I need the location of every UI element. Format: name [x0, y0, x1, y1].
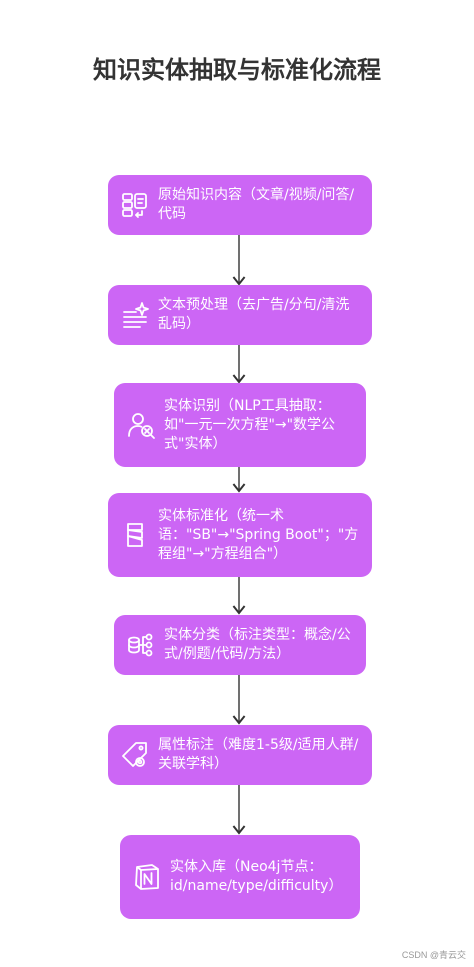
step-label: 实体入库（Neo4j节点：id/name/type/difficulty）: [170, 859, 343, 894]
step-label: 实体标准化（统一术语："SB"→"Spring Boot"；"方程组"→"方程组…: [158, 507, 359, 562]
flow-node-classification: 实体分类（标注类型：概念/公式/例题/代码/方法）: [114, 615, 366, 675]
step-label: 实体分类（标注类型：概念/公式/例题/代码/方法）: [164, 627, 351, 662]
database-tree-icon: [126, 630, 156, 660]
notion-icon: [132, 862, 162, 892]
flow-node-preprocess: 文本预处理（去广告/分句/清洗乱码）: [108, 285, 372, 345]
document-list-icon: [120, 190, 150, 220]
flow-node-entity-recognition: 实体识别（NLP工具抽取：如"一元一次方程"→"数学公式"实体）: [114, 383, 366, 467]
stack-icon: [120, 520, 150, 550]
page-title: 知识实体抽取与标准化流程: [93, 56, 381, 84]
flow-node-storage: 实体入库（Neo4j节点：id/name/type/difficulty）: [120, 835, 360, 919]
user-search-icon: [126, 410, 156, 440]
flow-node-raw-content: 原始知识内容（文章/视频/问答/代码: [108, 175, 372, 235]
step-label: 文本预处理（去广告/分句/清洗乱码）: [158, 297, 350, 332]
flow-node-attribute-tagging: 属性标注（难度1-5级/适用人群/关联学科）: [108, 725, 372, 785]
tag-gear-icon: [120, 740, 150, 770]
watermark: CSDN @青云交: [401, 950, 466, 960]
step-label: 属性标注（难度1-5级/适用人群/关联学科）: [158, 737, 359, 772]
step-label: 实体识别（NLP工具抽取：如"一元一次方程"→"数学公式"实体）: [164, 397, 336, 452]
text-sparkle-icon: [120, 300, 150, 330]
step-label: 原始知识内容（文章/视频/问答/代码: [158, 187, 355, 222]
flow-node-standardization: 实体标准化（统一术语："SB"→"Spring Boot"；"方程组"→"方程组…: [108, 493, 372, 577]
